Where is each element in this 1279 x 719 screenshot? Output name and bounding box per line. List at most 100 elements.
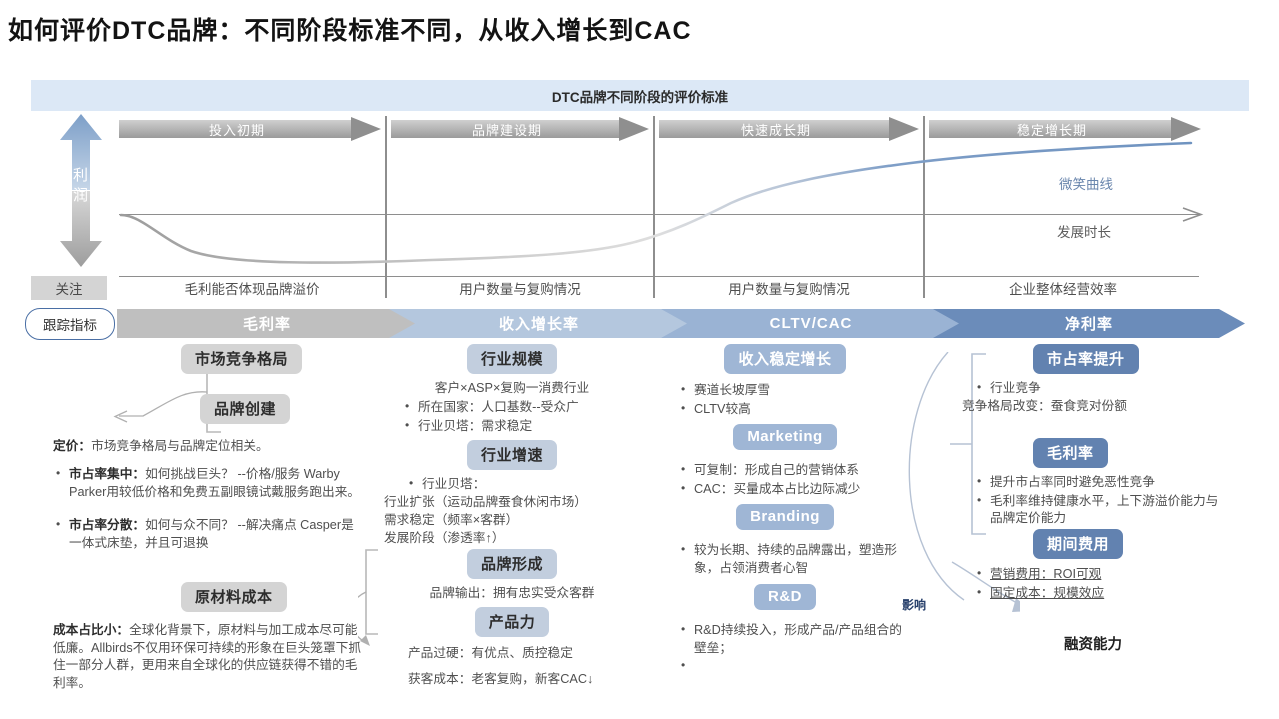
pricing-label: 定价：: [53, 439, 92, 453]
scale-bullets: 所在国家：人口基数--受众广 行业贝塔：需求稳定: [402, 398, 658, 436]
branding-bullets: 较为长期、持续的品牌露出，塑造形象，占领消费者心智: [678, 541, 906, 578]
margin-bullet-2: 毛利率维持健康水平，上下游溢价能力与品牌定价能力: [974, 492, 1230, 528]
product-line-1: 产品过硬：有优点、质控稳定: [408, 646, 573, 660]
stage-arrow-1: 投入初期: [119, 117, 381, 141]
pill-rd[interactable]: R&D: [754, 584, 816, 610]
stage-label-2: 品牌建设期: [471, 122, 542, 138]
pill-branding-wrap: Branding: [660, 504, 910, 530]
growth-line-1: 行业扩张（运动品牌蚕食休闲市场）: [384, 495, 587, 509]
pill-share-increase[interactable]: 市占率提升: [1033, 344, 1139, 374]
pill-raw-material-cost[interactable]: 原材料成本: [181, 582, 287, 612]
tracking-chevron-label-2: 收入增长率: [498, 316, 579, 333]
pill-period-expense[interactable]: 期间费用: [1033, 529, 1124, 559]
bracket-connector-2: [358, 549, 378, 646]
pill-brand-creation[interactable]: 品牌创建: [200, 394, 291, 424]
growth-line-3: 发展阶段（渗透率↑）: [384, 531, 505, 545]
rd-bullets: R&D持续投入，形成产品/产品组合的壁垒；: [678, 621, 906, 675]
expense-bullets: 营销费用：ROI可观 固定成本：规模效应: [974, 565, 1230, 603]
pill-product-power-wrap: 产品力: [366, 607, 658, 637]
pill-industry-growth[interactable]: 行业增速: [466, 440, 557, 470]
revenue-bullet-2: CLTV较高: [678, 400, 910, 419]
revenue-bullets: 赛道长坡厚雪 CLTV较高: [678, 381, 910, 419]
branding-bullet-1: 较为长期、持续的品牌露出，塑造形象，占领消费者心智: [678, 541, 906, 577]
pricing-paragraph: 定价：市场竞争格局与品牌定位相关。: [53, 438, 363, 456]
pill-steady-revenue-wrap: 收入稳定增长: [660, 344, 910, 374]
marketing-bullet-2: CAC：买量成本占比边际减少: [678, 480, 918, 499]
influence-arc-connector: [908, 352, 965, 601]
diagram-bottom-line: [119, 276, 1199, 278]
growth-line-2: 需求稳定（频率×客群）: [384, 513, 519, 527]
stage-arrow-4: 稳定增长期: [929, 117, 1201, 141]
tracking-chevron-4[interactable]: 净利率: [933, 309, 1245, 338]
pill-industry-growth-wrap: 行业增速: [366, 440, 658, 470]
focus-cell-4: 企业整体经营效率: [1009, 282, 1117, 297]
pill-gross-margin-wrap: 毛利率: [1033, 438, 1108, 468]
share-line: 竞争格局改变：蚕食竞对份额: [962, 399, 1127, 413]
tracking-chevron-label-3: CLTV/CAC: [769, 315, 853, 332]
growth-bullet-1: 行业贝塔：: [406, 475, 658, 494]
margin-bullet-1: 提升市占率同时避免恶性竞争: [974, 473, 1230, 492]
bullet-share-dispersed-text: 如何与众不同？ --解决痛点 Casper是一体式床垫，并且可退换: [69, 518, 354, 550]
pill-marketing[interactable]: Marketing: [733, 424, 837, 450]
stage-label-4: 稳定增长期: [1016, 122, 1087, 138]
profit-axis-arrow: [60, 114, 102, 267]
pill-raw-material-cost-wrap: 原材料成本: [181, 582, 287, 612]
pill-brand-creation-wrap: 品牌创建: [200, 394, 291, 424]
banner-title: DTC品牌不同阶段的评价标准: [551, 89, 729, 105]
tracking-metrics-row: 跟踪指标 毛利率 收入增长率 CLTV/CAC 净利率: [25, 308, 1255, 340]
tracking-metrics-tag: 跟踪指标: [25, 308, 115, 340]
pill-steady-revenue[interactable]: 收入稳定增长: [724, 344, 846, 374]
cost-text: 全球化背景下，原材料与加工成本尽可能低廉。Allbirds不仅用环保可持续的形象…: [53, 623, 362, 690]
stage-label-1: 投入初期: [208, 122, 265, 138]
tracking-chevron-3[interactable]: CLTV/CAC: [661, 309, 961, 338]
bullet-share-dispersed: 市占率分散：如何与众不同？ --解决痛点 Casper是一体式床垫，并且可退换: [53, 516, 365, 552]
expense-bullet-1: 营销费用：ROI可观: [974, 565, 1230, 584]
product-line-2: 获客成本：老客复购，新客CAC↓: [408, 672, 594, 686]
pill-market-competition-wrap: 市场竞争格局: [181, 344, 303, 374]
stage-arrow-2: 品牌建设期: [391, 117, 649, 141]
financing-capability-label: 融资能力: [1064, 637, 1122, 653]
pill-market-competition[interactable]: 市场竞争格局: [181, 344, 303, 374]
pill-industry-scale[interactable]: 行业规模: [466, 344, 557, 374]
focus-row: 关注 毛利能否体现品牌溢价 用户数量与复购情况 用户数量与复购情况 企业整体经营…: [31, 276, 1249, 302]
pill-product-power[interactable]: 产品力: [474, 607, 550, 637]
profit-axis-label: 利 润: [72, 167, 89, 204]
pill-industry-scale-wrap: 行业规模: [366, 344, 658, 374]
brand-output-line: 品牌输出：拥有忠实受众客群: [429, 586, 595, 600]
pill-branding[interactable]: Branding: [736, 504, 834, 530]
stage-arrow-3: 快速成长期: [659, 117, 919, 141]
margin-bullets: 提升市占率同时避免恶性竞争 毛利率维持健康水平，上下游溢价能力与品牌定价能力: [974, 473, 1230, 529]
tracking-chevron-2[interactable]: 收入增长率: [389, 309, 689, 338]
pill-gross-margin[interactable]: 毛利率: [1033, 438, 1108, 468]
time-axis-line: [119, 214, 1199, 216]
bullet-share-concentrated-label: 市占率集中：: [69, 467, 146, 481]
share-bullets: 行业竞争: [974, 379, 1234, 399]
smile-curve: [119, 141, 1204, 264]
bullet-share-concentrated-text: 如何挑战巨头？ --价格/服务 Warby Parker用较低价格和免费五副眼镜…: [69, 467, 361, 499]
marketing-bullets: 可复制：形成自己的营销体系 CAC：买量成本占比边际减少: [678, 461, 918, 499]
stage-divider-1: [385, 116, 387, 298]
focus-cell-2: 用户数量与复购情况: [459, 282, 581, 297]
profit-curve-diagram: 利 润 投入初期 品牌建设期 快速成长期 稳定增长期: [31, 111, 1249, 301]
scale-line: 客户×ASP×复购一消费行业: [434, 381, 590, 395]
pricing-text: 市场竞争格局与品牌定位相关。: [91, 439, 269, 453]
influence-label: 影响: [902, 598, 927, 612]
tracking-chevron-label-4: 净利率: [1064, 316, 1113, 333]
col1-bullets: 市占率集中：如何挑战巨头？ --价格/服务 Warby Parker用较低价格和…: [53, 465, 365, 553]
cost-label: 成本占比小：: [53, 623, 130, 637]
page-title: 如何评价DTC品牌：不同阶段标准不同，从收入增长到CAC: [8, 17, 692, 45]
tracking-chevron-1[interactable]: 毛利率: [117, 309, 417, 338]
tracking-chevron-label-1: 毛利率: [242, 316, 291, 333]
rd-bullet-1: R&D持续投入，形成产品/产品组合的壁垒；: [678, 621, 906, 657]
pill-brand-formation[interactable]: 品牌形成: [466, 549, 557, 579]
cost-paragraph: 成本占比小：全球化背景下，原材料与加工成本尽可能低廉。Allbirds不仅用环保…: [53, 622, 365, 692]
bullet-share-concentrated: 市占率集中：如何挑战巨头？ --价格/服务 Warby Parker用较低价格和…: [53, 465, 365, 501]
pill-period-expense-wrap: 期间费用: [1033, 529, 1124, 559]
pill-rd-wrap: R&D: [660, 584, 910, 610]
growth-bullets: 行业贝塔：: [406, 475, 658, 495]
stage-divider-3: [923, 116, 925, 298]
focus-row-tag: 关注: [31, 276, 107, 300]
scale-bullet-2: 行业贝塔：需求稳定: [402, 417, 658, 436]
stage-divider-2: [653, 116, 655, 298]
